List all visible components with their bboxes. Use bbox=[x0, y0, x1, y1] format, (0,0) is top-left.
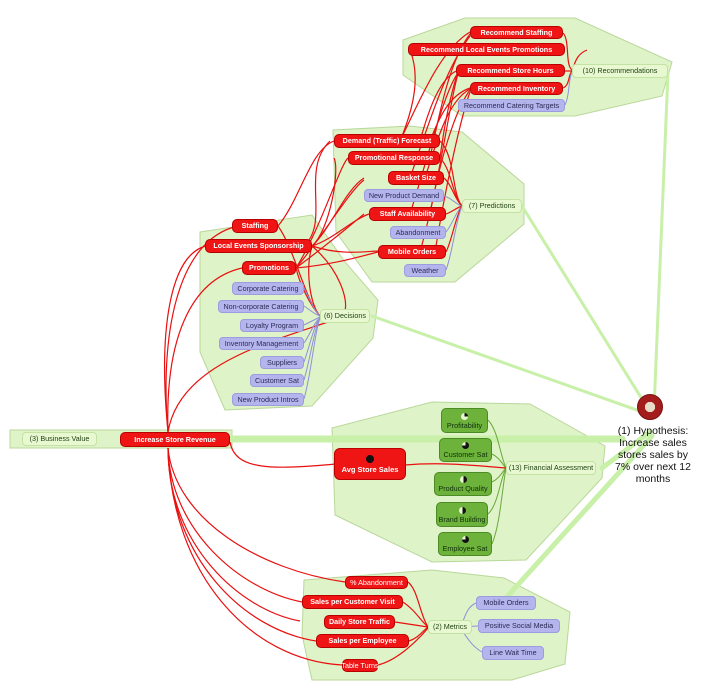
pred-staff-node[interactable]: Staff Availability bbox=[369, 207, 446, 221]
financial-hub[interactable]: (13) Financial Assessment bbox=[506, 461, 596, 475]
rec-staffing-node[interactable]: Recommend Staffing bbox=[470, 26, 563, 39]
met-traffic-node[interactable]: Daily Store Traffic bbox=[324, 615, 395, 629]
met-sales-visit-node[interactable]: Sales per Customer Visit bbox=[302, 595, 403, 609]
met-wait-node[interactable]: Line Wait Time bbox=[482, 646, 544, 660]
pred-mobile-node[interactable]: Mobile Orders bbox=[378, 245, 446, 259]
fin-product-quality-node[interactable]: Product Quality bbox=[434, 472, 492, 496]
pred-new-product-node[interactable]: New Product Demand bbox=[364, 189, 444, 202]
met-mobile-node[interactable]: Mobile Orders bbox=[476, 596, 536, 610]
root-node[interactable]: Increase Store Revenue bbox=[120, 432, 230, 447]
fin-customer-sat-node[interactable]: Customer Sat bbox=[439, 438, 492, 462]
dec-noncorp-catering-node[interactable]: Non-corporate Catering bbox=[218, 300, 304, 313]
hub-connectors bbox=[277, 32, 588, 666]
three-quarter-pie-icon bbox=[461, 535, 469, 543]
root-links bbox=[164, 225, 346, 666]
fin-profitability-node[interactable]: Profitability bbox=[441, 408, 488, 433]
dec-customer-sat-node[interactable]: Customer Sat bbox=[250, 374, 304, 387]
rec-inventory-node[interactable]: Recommend Inventory bbox=[470, 82, 563, 95]
dec-corp-catering-node[interactable]: Corporate Catering bbox=[232, 282, 304, 295]
hypothesis-links bbox=[228, 70, 670, 601]
rec-catering-node[interactable]: Recommend Catering Targets bbox=[458, 99, 565, 112]
pred-weather-node[interactable]: Weather bbox=[404, 264, 446, 277]
decisions-hub[interactable]: (6) Decisions bbox=[320, 309, 370, 323]
half-pie-icon bbox=[458, 506, 466, 514]
met-sales-employee-node[interactable]: Sales per Employee bbox=[316, 634, 409, 648]
quarter-pie-icon bbox=[461, 412, 468, 420]
met-social-node[interactable]: Positive Social Media bbox=[478, 619, 560, 633]
rec-store-hours-node[interactable]: Recommend Store Hours bbox=[456, 64, 565, 77]
half-pie-icon bbox=[459, 475, 467, 483]
metrics-hub[interactable]: (2) Metrics bbox=[428, 620, 472, 634]
dec-staffing-node[interactable]: Staffing bbox=[232, 219, 278, 233]
recommendations-hub[interactable]: (10) Recommendations bbox=[572, 64, 668, 78]
pred-promo-response-node[interactable]: Promotional Response bbox=[348, 151, 440, 165]
dec-inventory-node[interactable]: Inventory Management bbox=[219, 337, 304, 350]
black-dot-icon bbox=[366, 454, 374, 463]
dec-local-events-node[interactable]: Local Events Sponsorship bbox=[205, 239, 312, 253]
fin-brand-node[interactable]: Brand Building bbox=[436, 502, 488, 527]
dec-loyalty-node[interactable]: Loyalty Program bbox=[240, 319, 304, 332]
three-quarter-pie-icon bbox=[462, 441, 469, 449]
dec-new-product-node[interactable]: New Product Intros bbox=[232, 393, 304, 406]
pred-abandonment-node[interactable]: Abandonment bbox=[390, 226, 446, 239]
dec-promotions-node[interactable]: Promotions bbox=[242, 261, 296, 275]
met-table-turns-node[interactable]: Table Turns bbox=[341, 659, 379, 672]
rec-local-events-node[interactable]: Recommend Local Events Promotions bbox=[408, 43, 565, 56]
met-abandonment-node[interactable]: % Abandonment bbox=[345, 576, 408, 589]
restaurant-logo-icon bbox=[637, 394, 663, 420]
avg-store-sales-node[interactable]: Avg Store Sales bbox=[334, 448, 406, 480]
predictions-hub[interactable]: (7) Predictions bbox=[462, 199, 522, 213]
hypothesis-label[interactable]: (1) Hypothesis: Increase sales stores sa… bbox=[615, 425, 691, 486]
fin-employee-sat-node[interactable]: Employee Sat bbox=[438, 532, 492, 556]
pred-basket-node[interactable]: Basket Size bbox=[388, 171, 444, 185]
pred-demand-node[interactable]: Demand (Traffic) Forecast bbox=[334, 134, 440, 148]
dec-suppliers-node[interactable]: Suppliers bbox=[260, 356, 304, 369]
business-value-hub[interactable]: (3) Business Value bbox=[22, 432, 97, 446]
